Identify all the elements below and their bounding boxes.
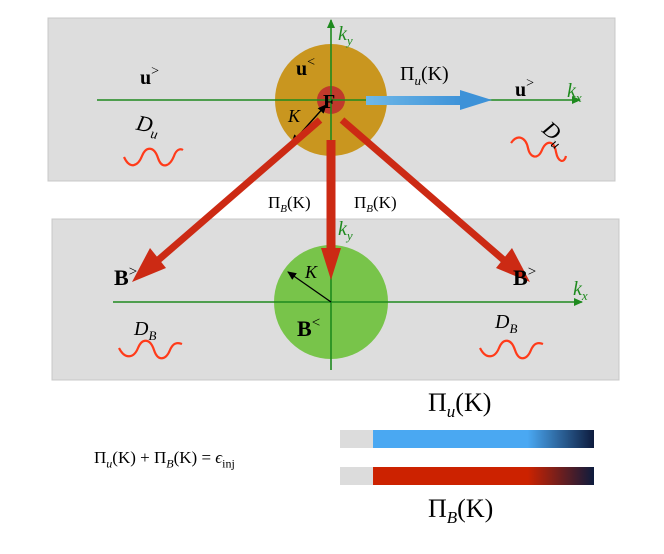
transfer-arrow-left <box>153 117 323 265</box>
energy-balance-equation: Πu(K) + ΠB(K) = ϵinj <box>94 448 235 471</box>
transfer-left-label: ΠB(K) <box>268 193 311 215</box>
top-left-field-label: u> <box>140 64 159 89</box>
top-right-dissipation-wave <box>510 136 568 162</box>
bottom-right-field-label: B> <box>513 264 536 290</box>
bottom-radius-arrow <box>287 271 332 303</box>
b-bar-label: ΠB(K) <box>428 494 494 528</box>
bottom-right-dissipation-wave <box>479 339 544 360</box>
forcing-label: F <box>323 91 335 113</box>
u-bar-fill <box>373 430 594 448</box>
bottom-ky-label: ky <box>338 218 353 243</box>
bottom-left-field-label: B> <box>114 264 137 290</box>
transfer-arrow-right <box>339 117 509 265</box>
transfer-arrowhead-right <box>496 248 530 282</box>
top-kx-label: kx <box>567 80 582 105</box>
top-left-dissipation-label: Du <box>133 110 162 143</box>
u-bar-label: Πu(K) <box>428 388 492 422</box>
transfer-arrowhead-down <box>321 248 341 280</box>
bottom-radius-label: K <box>304 262 318 282</box>
bottom-inner-field-label: B< <box>297 315 320 341</box>
top-left-dissipation-wave <box>123 147 184 167</box>
velocity-flux-arrow <box>366 90 492 110</box>
bottom-right-dissipation-label: DB <box>494 311 517 336</box>
top-ky-label: ky <box>338 23 353 48</box>
bottom-left-dissipation-wave <box>118 339 183 360</box>
transfer-arrows <box>132 117 530 282</box>
bottom-left-dissipation-label: DB <box>133 318 156 343</box>
transfer-right-label: ΠB(K) <box>354 193 397 215</box>
velocity-flux-label: Πu(K) <box>400 63 449 88</box>
top-inner-field-label: u< <box>296 55 315 80</box>
top-right-field-label: u> <box>515 76 534 101</box>
transfer-arrowhead-left <box>132 248 166 282</box>
bottom-kx-label: kx <box>573 278 588 303</box>
top-radius-label: K <box>287 106 301 126</box>
b-bar-fill <box>373 467 594 485</box>
